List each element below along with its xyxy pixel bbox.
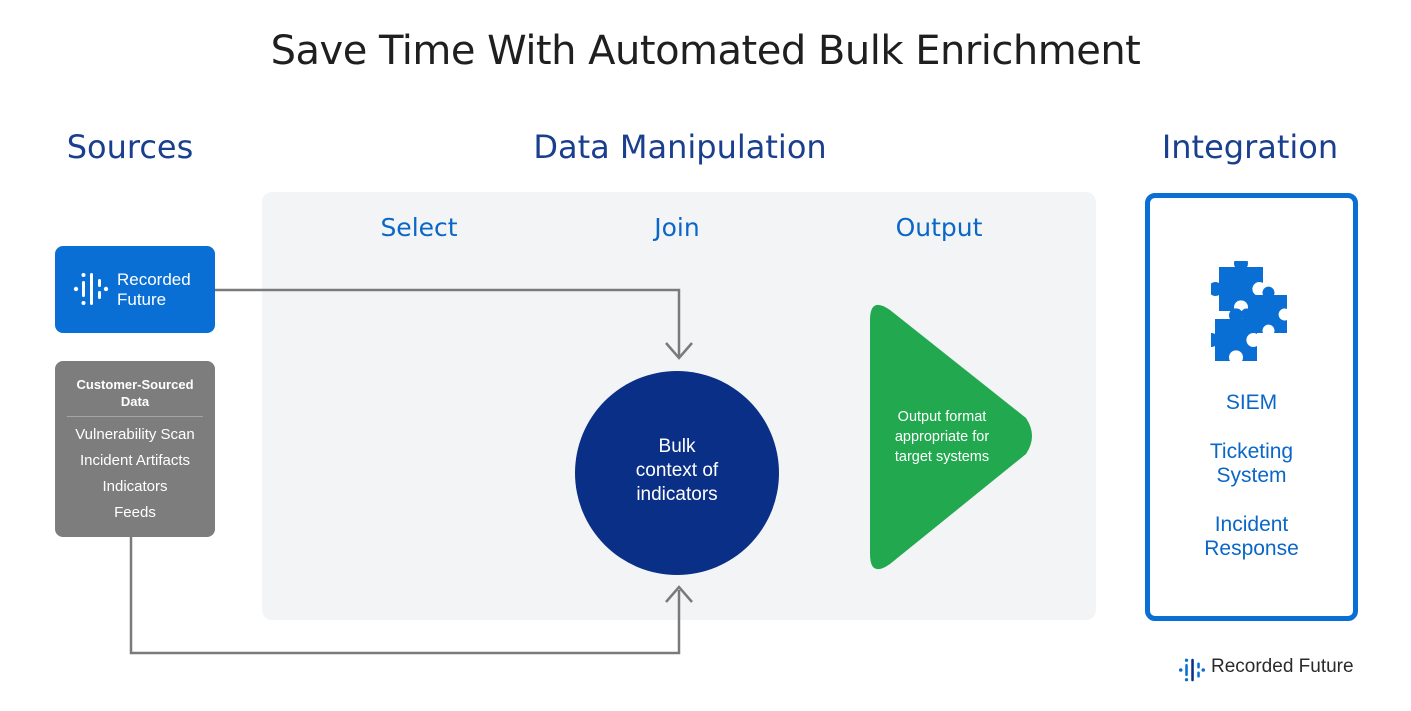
output-line1: Output format (897, 409, 987, 425)
customer-title-line1: Customer-Sourced (76, 377, 194, 392)
recorded-future-logo-icon (73, 273, 109, 305)
rf-logo-line2: Future (117, 290, 167, 309)
integration-item-siem: SIEM (1150, 391, 1353, 415)
footer-logo-text: Recorded Future (1211, 656, 1354, 677)
arrow-customer-to-join (129, 537, 681, 655)
data-manipulation-heading: Data Manipulation (533, 128, 827, 166)
arrow-head-bottom (665, 585, 693, 603)
puzzle-icon (1211, 261, 1287, 361)
integration-item-line2: Response (1204, 537, 1299, 560)
output-triangle (870, 304, 1032, 570)
integration-item-incident: Incident Response (1150, 513, 1353, 561)
customer-item: Indicators (102, 478, 168, 495)
customer-item: Vulnerability Scan (75, 426, 195, 443)
output-description: Output format appropriate for target sys… (872, 407, 1012, 467)
step-output-label: Output (895, 213, 983, 242)
customer-item: Incident Artifacts (79, 452, 191, 469)
customer-sourced-data-box: Customer-Sourced Data Vulnerability Scan… (55, 361, 215, 537)
step-select-label: Select (380, 213, 458, 242)
integration-item-line1: SIEM (1225, 391, 1278, 414)
step-join-label: Join (654, 213, 700, 242)
integration-heading: Integration (1161, 128, 1339, 166)
sources-heading: Sources (66, 128, 194, 166)
arrow-head-top (665, 342, 693, 360)
recorded-future-logo-icon (1178, 658, 1206, 682)
integration-item-ticketing: Ticketing System (1150, 440, 1353, 488)
integration-item-line2: System (1216, 464, 1287, 487)
circle-line1: Bulk (658, 436, 696, 457)
circle-line3: indicators (636, 484, 718, 505)
bulk-context-circle: Bulk context of indicators (575, 371, 779, 575)
recorded-future-source: Recorded Future (55, 246, 215, 333)
customer-item: Feeds (114, 504, 156, 521)
circle-line2: context of (635, 460, 719, 481)
integration-box: SIEM Ticketing System Incident Response (1145, 193, 1358, 621)
integration-item-line1: Ticketing (1209, 440, 1294, 463)
integration-item-line1: Incident (1214, 513, 1289, 536)
customer-divider (67, 416, 203, 417)
output-line3: target systems (894, 449, 990, 465)
arrow-rf-to-join (215, 288, 681, 356)
rf-logo-line1: Recorded (117, 270, 191, 289)
page-title: Save Time With Automated Bulk Enrichment (270, 28, 1141, 74)
customer-title-line2: Data (120, 394, 150, 409)
output-line2: appropriate for (894, 429, 990, 445)
